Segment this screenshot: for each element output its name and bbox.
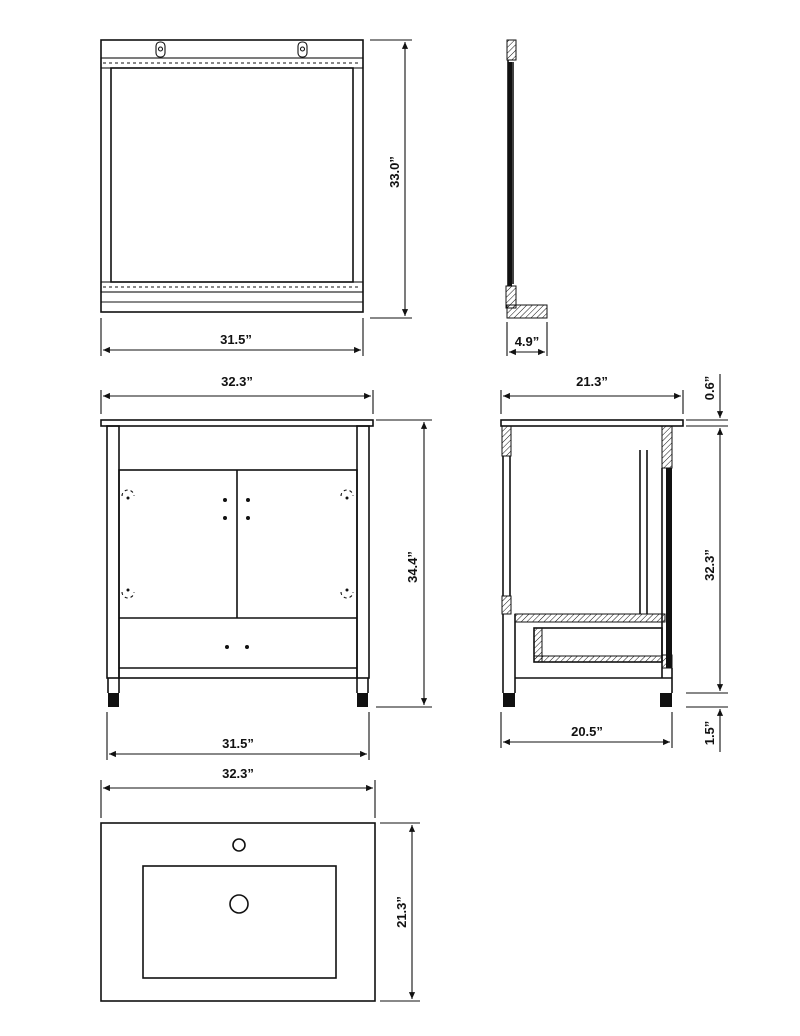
hinge-icon [340, 489, 354, 500]
knob-icon [246, 498, 250, 502]
countertop-top-view: 32.3” 21.3” [100, 766, 420, 1002]
knob-icon [223, 498, 227, 502]
leg [660, 693, 672, 707]
vanity-height-label: 34.4” [405, 551, 420, 583]
vanity-base-width-label: 31.5” [222, 736, 254, 751]
hinge-icon [340, 588, 354, 599]
side-cabinet-height-label: 32.3” [702, 549, 717, 581]
mirror-height-label: 33.0” [387, 156, 402, 188]
leg [108, 693, 119, 707]
faucet-hole-icon [232, 838, 246, 852]
countertop-depth-label: 21.3” [394, 896, 409, 928]
mirror-depth-label: 4.9” [515, 334, 540, 349]
mirror-side-view: 4.9” [505, 39, 548, 356]
knob-icon [223, 516, 227, 520]
hanger-icon [297, 41, 308, 58]
knob-icon [225, 645, 229, 649]
leg [357, 693, 368, 707]
mirror-front-view: 31.5” 33.0” [100, 39, 412, 356]
leg [503, 693, 515, 707]
vanity-front-view: 32.3” [100, 374, 432, 760]
side-base-depth-label: 20.5” [571, 724, 603, 739]
knob-icon [246, 516, 250, 520]
side-top-depth-label: 21.3” [576, 374, 608, 389]
drain-icon [229, 894, 249, 914]
side-top-thickness-label: 0.6” [702, 376, 717, 401]
hinge-icon [121, 489, 135, 500]
countertop-width-label: 32.3” [222, 766, 254, 781]
vanity-side-view: 21.3” 20.5” [500, 374, 728, 752]
side-leg-height-label: 1.5” [702, 721, 717, 746]
hinge-icon [121, 588, 135, 599]
hanger-icon [155, 41, 166, 58]
vanity-top-width-label: 32.3” [221, 374, 253, 389]
knob-icon [245, 645, 249, 649]
mirror-width-label: 31.5” [220, 332, 252, 347]
